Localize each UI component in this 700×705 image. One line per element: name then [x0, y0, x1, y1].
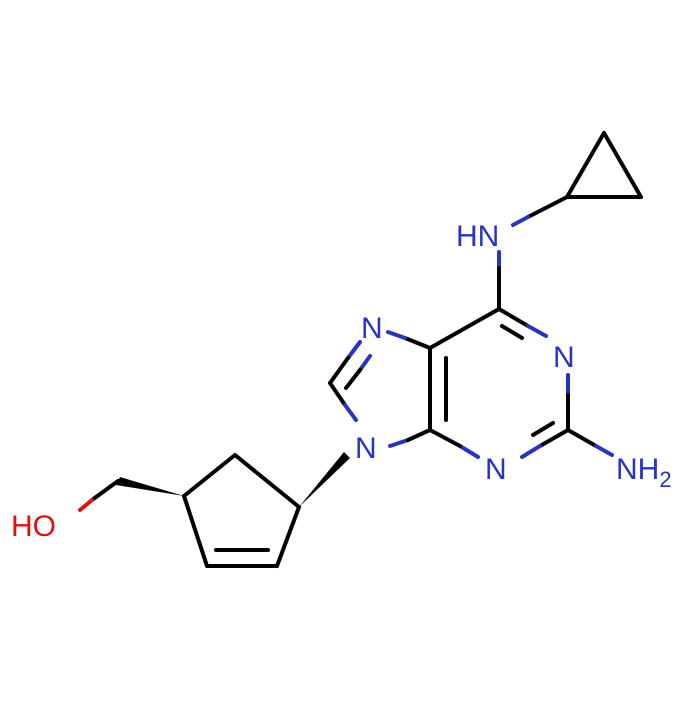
bond-c5-n7-n — [386, 330, 407, 340]
atom-label-nh2: NH2 — [616, 453, 672, 492]
bond-n9-c4-n — [388, 438, 410, 448]
bond-cp-2 — [602, 131, 643, 199]
bond-cp-e — [275, 505, 301, 568]
atom-label-nh2-sub: 2 — [659, 467, 671, 492]
bond-cp-b — [182, 453, 237, 498]
bond-n3-c4 — [428, 428, 462, 448]
bond-n7-c8-n — [346, 340, 362, 360]
bond-c2-n3-a — [538, 428, 570, 448]
wedge-bond-n9 — [299, 452, 350, 507]
bond-c5-n7 — [403, 336, 432, 350]
bond-c2-nh2 — [566, 428, 598, 448]
atom-label-n7: N — [361, 312, 383, 345]
atom-label-hn: HN — [456, 220, 499, 253]
bond-c8-n9 — [328, 381, 347, 407]
bond-n3-c4-n — [458, 444, 480, 459]
bond-nh-cp-n — [511, 215, 530, 227]
bond-c6-n1-dbl — [500, 324, 524, 340]
bond-n7-c8-dbl — [344, 368, 362, 390]
atom-label-nh2-main: NH — [616, 453, 659, 486]
bond-ch2-o-red — [78, 498, 94, 512]
bond-c8-n9-n — [343, 403, 358, 422]
bond-ch2-o — [90, 479, 120, 502]
bond-cp-a — [233, 453, 301, 509]
bond-c2-nh2-n — [594, 444, 614, 457]
bond-c2-n3-dbl — [531, 421, 555, 437]
bond-c5-c6 — [428, 307, 501, 350]
bond-cp-c — [182, 494, 209, 568]
bond-c6-n1-a — [497, 307, 530, 328]
atom-label-n9: N — [355, 432, 377, 465]
atom-label-n3: N — [485, 453, 507, 486]
atom-label-ho: HO — [11, 510, 56, 543]
bond-n9-c4 — [406, 428, 432, 442]
pyrimidine-ring — [428, 307, 570, 459]
cyclopropyl-ring — [565, 131, 643, 199]
cyclopentene-ring — [182, 453, 301, 568]
imidazole-ring — [328, 330, 432, 448]
bond-n7-c8-dbl-n — [358, 354, 372, 372]
wedge-bond-ch2 — [116, 477, 184, 496]
bond-c2-n3-b — [520, 444, 542, 459]
bond-nh-cp — [526, 195, 569, 219]
bond-n7-c8 — [328, 356, 350, 385]
bond-cp-1 — [565, 131, 606, 199]
bond-c6-n1-b — [526, 324, 548, 338]
atom-label-n1: N — [553, 341, 575, 374]
